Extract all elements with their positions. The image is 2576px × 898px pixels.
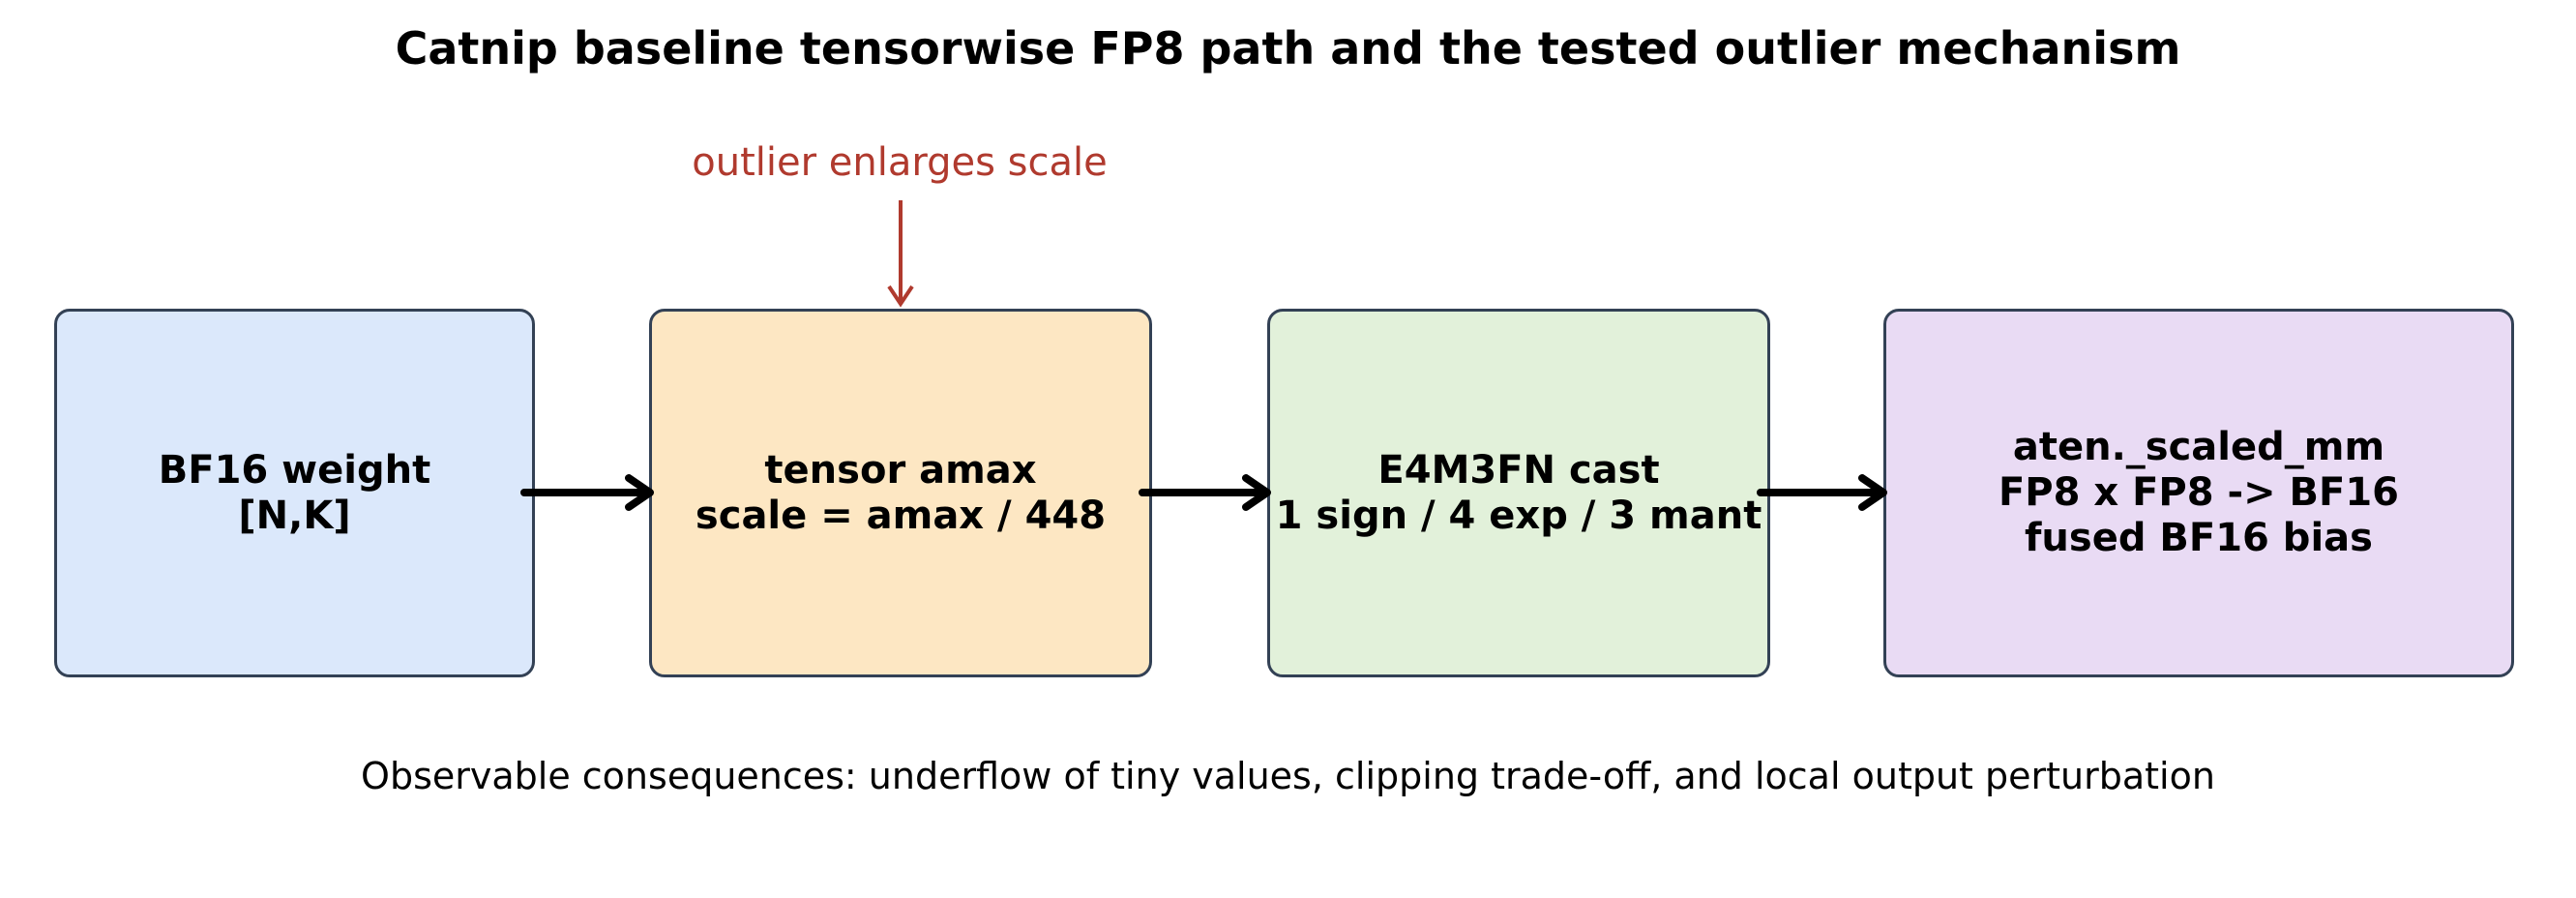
scaled-mm-box: aten._scaled_mm FP8 x FP8 -> BF16 fused … (1883, 309, 2514, 677)
tensor-amax-label: tensor amax scale = amax / 448 (695, 447, 1107, 538)
tensor-amax-box: tensor amax scale = amax / 448 (649, 309, 1152, 677)
scaled-mm-label: aten._scaled_mm FP8 x FP8 -> BF16 fused … (1998, 425, 2400, 560)
arrow-weight-to-amax (520, 474, 654, 511)
e4m3fn-cast-label: E4M3FN cast 1 sign / 4 exp / 3 mant (1275, 447, 1762, 538)
bf16-weight-box: BF16 weight [N,K] (54, 309, 535, 677)
arrow-cast-to-mm (1757, 474, 1887, 511)
outlier-arrow (887, 200, 914, 308)
diagram-title: Catnip baseline tensorwise FP8 path and … (395, 22, 2181, 75)
outlier-annotation: outlier enlarges scale (692, 140, 1108, 185)
e4m3fn-cast-box: E4M3FN cast 1 sign / 4 exp / 3 mant (1267, 309, 1770, 677)
consequences-caption: Observable consequences: underflow of ti… (361, 755, 2215, 797)
arrow-amax-to-cast (1139, 474, 1271, 511)
bf16-weight-label: BF16 weight [N,K] (158, 447, 431, 538)
